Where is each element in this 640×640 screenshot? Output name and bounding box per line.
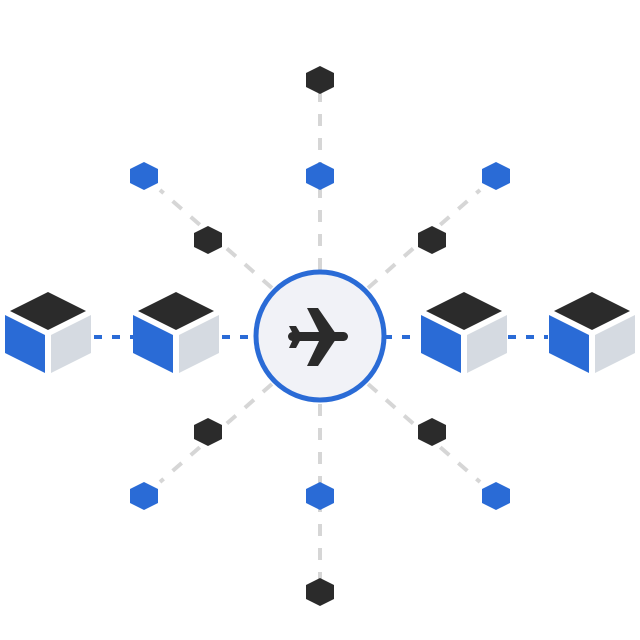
cube-node-left (133, 292, 219, 373)
hexagon-node-dark-bottom-right (418, 418, 446, 446)
hexagon-node-blue-bottom-right (482, 482, 510, 510)
cube-left-face (421, 315, 461, 373)
airplane-icon (288, 308, 348, 366)
cube-right-face (595, 315, 635, 373)
hexagon-node-dark-top-right (418, 226, 446, 254)
hexagon-node-dark-bottom-left (194, 418, 222, 446)
cube-right-face (467, 315, 507, 373)
hexagon-node-blue-top-right (482, 162, 510, 190)
hexagon-node-dark-top-left (194, 226, 222, 254)
hexagon-node-blue-bottom-left (130, 482, 158, 510)
cube-top-face (10, 292, 86, 330)
cube-node-far-right (549, 292, 635, 373)
cube-node-right (421, 292, 507, 373)
hexagon-node-dark-bottom (306, 578, 334, 606)
hexagon-node-blue-bottom (306, 482, 334, 510)
cube-top-face (138, 292, 214, 330)
hexagon-node-blue-top (306, 162, 334, 190)
central-hub (253, 269, 387, 403)
cube-top-face (426, 292, 502, 330)
cube-left-face (5, 315, 45, 373)
cube-left-face (549, 315, 589, 373)
cube-top-face (554, 292, 630, 330)
hexagon-nodes (130, 66, 510, 606)
hexagon-node-blue-top-left (130, 162, 158, 190)
cube-node-far-left (5, 292, 91, 373)
cube-left-face (133, 315, 173, 373)
radial-connectors (158, 92, 482, 580)
hexagon-node-dark-top (306, 66, 334, 94)
cube-right-face (179, 315, 219, 373)
cube-right-face (51, 315, 91, 373)
